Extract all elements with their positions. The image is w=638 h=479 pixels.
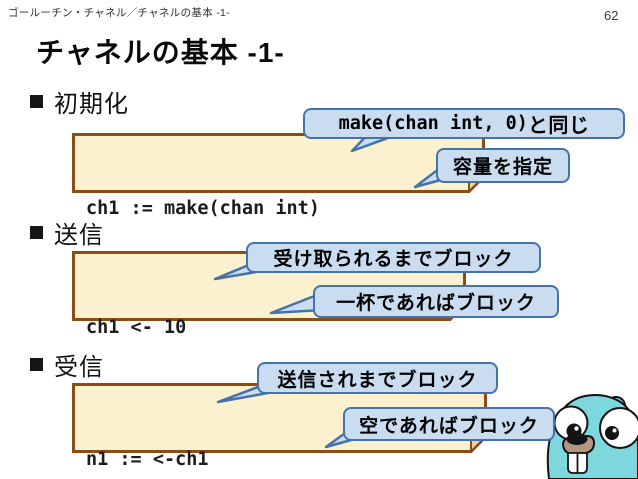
- page-number: 62: [604, 8, 619, 23]
- section-heading-label: 送信: [54, 222, 104, 249]
- callout-recv-block-until-sent: 送信されまでブロック: [257, 362, 498, 394]
- callout-suffix-text: と同じ: [527, 115, 590, 137]
- go-gopher-mascot: [535, 382, 638, 479]
- gopher-glint-left: [574, 426, 579, 431]
- callout-make-chan-same: make(chan int, 0)と同じ: [303, 108, 625, 139]
- callout-label: 空であればブロック: [359, 415, 539, 437]
- gopher-pupil-right: [605, 426, 619, 440]
- bullet-square-icon: [30, 358, 43, 371]
- code-line: ch1 <- 10: [86, 317, 187, 338]
- bullet-square-icon: [30, 95, 43, 108]
- callout-send-block-until-received: 受け取られるまでブロック: [246, 242, 541, 273]
- callout-capacity: 容量を指定: [436, 148, 570, 183]
- code-line: ch1 := make(chan int): [86, 198, 320, 219]
- code-lines: n1 := <-ch1 n2 := <-ch2 + 100: [86, 390, 275, 479]
- gopher-nose: [566, 433, 588, 445]
- code-line: n1 := <-ch1: [86, 449, 209, 470]
- callout-label: 一杯であればブロック: [336, 293, 536, 314]
- section-heading-recv: 受信: [30, 347, 104, 382]
- callout-code-text: make(chan int, 0): [338, 113, 528, 134]
- section-heading-label: 初期化: [54, 91, 129, 118]
- section-heading-label: 受信: [54, 354, 104, 381]
- section-heading-init: 初期化: [30, 84, 129, 119]
- callout-label: 容量を指定: [452, 157, 553, 178]
- page-title: チャネルの基本 -1-: [36, 37, 285, 68]
- breadcrumb-header: ゴールーチン・チャネル／チャネルの基本 -1-: [8, 7, 230, 19]
- section-heading-send: 送信: [30, 215, 104, 250]
- callout-send-block-if-full: 一杯であればブロック: [313, 285, 559, 318]
- callout-recv-block-if-empty: 空であればブロック: [343, 407, 555, 441]
- callout-label: 受け取られるまでブロック: [273, 249, 514, 270]
- gopher-eye-right: [599, 407, 638, 449]
- gopher-glint-right: [612, 428, 617, 433]
- gopher-head-icon: [546, 394, 638, 479]
- bullet-square-icon: [30, 226, 43, 239]
- callout-label: 送信されまでブロック: [277, 369, 478, 391]
- code-block-init: ch1 := make(chan int) ch2 := make(chan i…: [72, 133, 485, 303]
